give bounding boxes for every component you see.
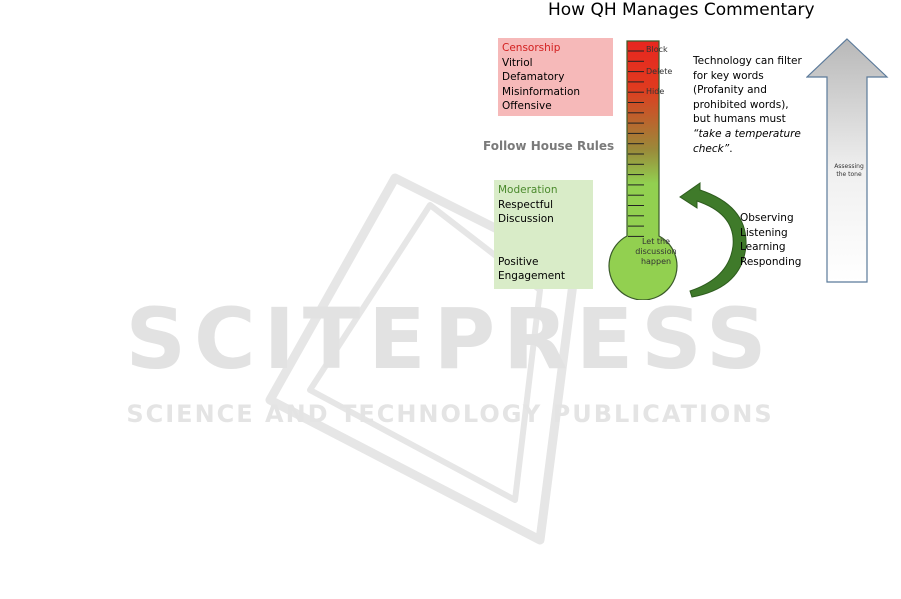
censorship-item: Misinformation: [502, 85, 581, 98]
house-rules-label: Follow House Rules: [483, 139, 615, 153]
tone-label: Assessing the tone: [826, 163, 872, 179]
activity-item: Listening: [740, 226, 788, 239]
activity-item: Learning: [740, 241, 786, 254]
watermark-big-text: SCITEPRESS: [126, 290, 775, 388]
bulb-line: discussion: [635, 247, 677, 256]
moderation-heading: Moderation: [498, 184, 558, 196]
bulb-line: Let the: [641, 237, 671, 246]
activity-item: Observing: [740, 212, 794, 224]
thermometer: [608, 40, 678, 300]
moderation-item: Positive: [498, 255, 539, 268]
censorship-item: Defamatory: [502, 71, 565, 84]
moderation-item: Discussion: [498, 213, 554, 226]
note-line: prohibited words),: [693, 98, 789, 111]
level-label-delete: Delete: [646, 67, 673, 76]
diagram-title: How QH Manages Commentary: [548, 0, 815, 20]
level-label-block: Block: [646, 45, 668, 54]
censorship-item: Offensive: [502, 100, 552, 113]
note-italic-line: check”: [693, 142, 730, 155]
note-italic-line: “take a temperature: [693, 127, 801, 140]
moderation-item: Engagement: [498, 270, 565, 283]
watermark-small-text: SCIENCE AND TECHNOLOGY PUBLICATIONS: [126, 400, 773, 428]
tone-line: Assessing: [834, 163, 864, 170]
censorship-heading: Censorship: [502, 42, 561, 54]
tone-arrow-icon: [806, 38, 889, 283]
tone-line: the tone: [836, 171, 862, 178]
note-line: (Profanity and: [693, 84, 767, 97]
cycle-arrow-icon: [679, 182, 747, 298]
technology-note: Technology can filter for key words (Pro…: [693, 54, 813, 156]
note-line: but humans must: [693, 113, 786, 126]
note-line: Technology can filter: [693, 55, 802, 67]
activity-item: Responding: [740, 255, 802, 268]
bulb-label: Let the discussion happen: [628, 237, 684, 267]
moderation-panel: Moderation Respectful Discussion Positiv…: [494, 180, 593, 289]
censorship-panel: Censorship Vitriol Defamatory Misinforma…: [498, 38, 613, 116]
censorship-item: Vitriol: [502, 56, 533, 69]
note-line: for key words: [693, 69, 764, 82]
bulb-line: happen: [640, 257, 672, 266]
thermometer-ticks: [628, 50, 644, 237]
level-label-hide: Hide: [646, 87, 665, 96]
moderation-item: Respectful: [498, 198, 554, 211]
note-period: .: [729, 142, 733, 155]
thermometer-tube: [608, 40, 678, 300]
activities-list: Observing Listening Learning Responding: [740, 211, 801, 269]
